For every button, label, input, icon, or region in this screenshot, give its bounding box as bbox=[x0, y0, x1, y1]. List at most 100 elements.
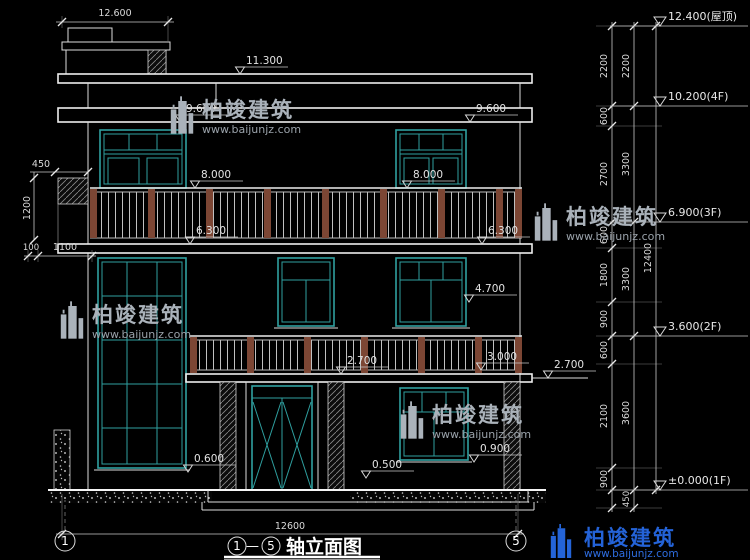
mark-roof: 11.300 bbox=[246, 55, 283, 67]
ground-hatch-left bbox=[50, 491, 212, 503]
dim-inner-1: 600 bbox=[599, 107, 610, 125]
elevation-mark-8000-left: 8.000 bbox=[190, 169, 243, 189]
title-axis-sep: — bbox=[246, 539, 259, 554]
left-shaft bbox=[53, 177, 89, 491]
right-levels: 12.400(屋顶) 10.200(4F) 6.900(3F) 3.600(2F… bbox=[610, 10, 748, 491]
level-2f: 3.600(2F) bbox=[610, 320, 748, 337]
dim-left-small: 100 bbox=[23, 243, 39, 253]
mark-sill1-left: 0.600 bbox=[194, 453, 224, 465]
watermark-url: www.baijunjz.com bbox=[432, 428, 531, 441]
dim-floor-3: 3600 bbox=[621, 401, 632, 425]
level-4f-label: 10.200(4F) bbox=[668, 90, 728, 103]
level-2f-label: 3.600(2F) bbox=[668, 320, 721, 333]
title-axis-end: 5 bbox=[267, 539, 275, 553]
watermark-2: 柏竣建筑 www.baijunjz.com bbox=[534, 203, 665, 243]
dim-inner-3: 600 bbox=[599, 226, 610, 244]
elevation-mark-0900: 0.900 bbox=[469, 443, 522, 463]
dim-inner-2: 2700 bbox=[599, 162, 610, 186]
elevation-mark-11300: 11.300 bbox=[235, 55, 288, 75]
level-roof: 12.400(屋顶) bbox=[610, 10, 748, 27]
watermark-3: 柏竣建筑 www.baijunjz.com bbox=[60, 301, 191, 341]
window-2f-right bbox=[392, 257, 470, 329]
watermark-name: 柏竣建筑 bbox=[202, 98, 294, 122]
level-3f: 6.900(3F) bbox=[610, 206, 748, 223]
dims-right: 2200 600 2700 600 1800 900 600 2100 900 … bbox=[596, 21, 662, 513]
mark-door-head: 2.700 bbox=[347, 355, 377, 367]
dim-top-width: 12.600 bbox=[98, 8, 131, 19]
dim-inner-6: 600 bbox=[599, 341, 610, 359]
elevation-mark-8000-right: 8.000 bbox=[402, 169, 455, 189]
ground-line bbox=[48, 489, 546, 503]
stair-window-left bbox=[94, 257, 190, 471]
elevation-mark-0500: 0.500 bbox=[361, 459, 414, 479]
mark-sill1-center: 0.500 bbox=[372, 459, 402, 471]
dim-inner-5: 900 bbox=[599, 310, 610, 328]
mark-rail2: 3.000 bbox=[487, 351, 517, 363]
axis-bubble-left: 1 bbox=[54, 500, 76, 552]
balcony-rail-3f bbox=[90, 187, 522, 239]
title-block: 1 — 5 轴立面图 bbox=[224, 535, 380, 560]
entrance-door bbox=[245, 381, 319, 491]
dim-bottom-width: 12600 bbox=[275, 521, 305, 532]
watermark-4: 柏竣建筑 www.baijunjz.com bbox=[400, 401, 531, 441]
watermark-url: www.baijunjz.com bbox=[202, 123, 301, 136]
watermark-url: www.baijunjz.com bbox=[566, 230, 665, 243]
elevation-mark-4700: 4.700 bbox=[464, 283, 517, 303]
window-3f-right bbox=[395, 129, 467, 189]
dim-footing: 450 bbox=[622, 491, 632, 507]
dim-left-step: 450 bbox=[32, 159, 50, 170]
watermark-name: 柏竣建筑 bbox=[432, 403, 524, 427]
roof-slab bbox=[57, 73, 533, 123]
watermark-name: 柏竣建筑 bbox=[92, 303, 184, 327]
dim-inner-8: 900 bbox=[599, 470, 610, 488]
mark-rail3-left: 8.000 bbox=[201, 169, 231, 181]
balcony-rail-2f bbox=[190, 335, 522, 373]
stair-bulkhead bbox=[61, 27, 171, 75]
mark-win2-head: 4.700 bbox=[475, 283, 505, 295]
watermark-1: 柏竣建筑 www.baijunjz.com bbox=[170, 96, 301, 136]
elevation-mark-2700-center: 2.700 bbox=[336, 355, 389, 375]
level-3f-label: 6.900(3F) bbox=[668, 206, 721, 219]
elevation-mark-6300-right: 6.300 bbox=[477, 225, 530, 245]
slab-2f bbox=[185, 373, 588, 383]
mark-sill1-right: 0.900 bbox=[480, 443, 510, 455]
elevation-mark-3000: 3.000 bbox=[476, 351, 529, 371]
level-1f: ±0.000(1F) bbox=[610, 474, 748, 491]
watermark-name: 柏竣建筑 bbox=[566, 205, 658, 229]
slab-3f bbox=[57, 243, 533, 254]
window-3f-left bbox=[99, 129, 187, 189]
axis-bubble-right: 5 bbox=[505, 500, 527, 552]
title-axis-start: 1 bbox=[233, 539, 241, 553]
dim-floor-1: 3300 bbox=[621, 152, 632, 176]
dim-inner-4: 1800 bbox=[599, 263, 610, 287]
brand-block: 柏竣建筑 www.baijunjz.com bbox=[550, 524, 679, 560]
mark-slab3-left: 6.300 bbox=[196, 225, 226, 237]
dims-left: 450 1200 100 1100 bbox=[22, 159, 97, 262]
ground-hatch-right bbox=[350, 491, 546, 503]
level-1f-label: ±0.000(1F) bbox=[668, 474, 731, 487]
page-title: 轴立面图 bbox=[286, 535, 362, 558]
level-roof-label: 12.400(屋顶) bbox=[668, 10, 737, 23]
mark-slab3-right: 6.300 bbox=[488, 225, 518, 237]
axis-right-label: 5 bbox=[512, 534, 520, 548]
watermark-logo-icon bbox=[60, 301, 84, 339]
dim-floor-2: 3300 bbox=[621, 267, 632, 291]
porch-columns bbox=[219, 381, 521, 491]
watermark-logo-icon bbox=[170, 96, 194, 134]
mark-canopy-right: 2.700 bbox=[554, 359, 584, 371]
brand-url: www.baijunjz.com bbox=[584, 548, 679, 560]
brand-name: 柏竣建筑 bbox=[584, 526, 676, 550]
dim-floor-0: 2200 bbox=[621, 54, 632, 78]
entrance-steps bbox=[201, 490, 535, 511]
window-2f-center bbox=[274, 257, 338, 329]
dim-inner-7: 2100 bbox=[599, 404, 610, 428]
mark-eave-left: 9.600 bbox=[186, 103, 216, 115]
watermark-logo-icon bbox=[534, 203, 558, 241]
dim-left-sill: 1100 bbox=[53, 242, 77, 253]
elevation-mark-9600-right: 9.600 bbox=[465, 103, 518, 123]
brand-logo-icon bbox=[550, 524, 572, 558]
dim-bottom: 12600 bbox=[56, 494, 524, 540]
axis-left-label: 1 bbox=[61, 534, 69, 548]
elevation-mark-2700-right: 2.700 bbox=[543, 359, 596, 379]
